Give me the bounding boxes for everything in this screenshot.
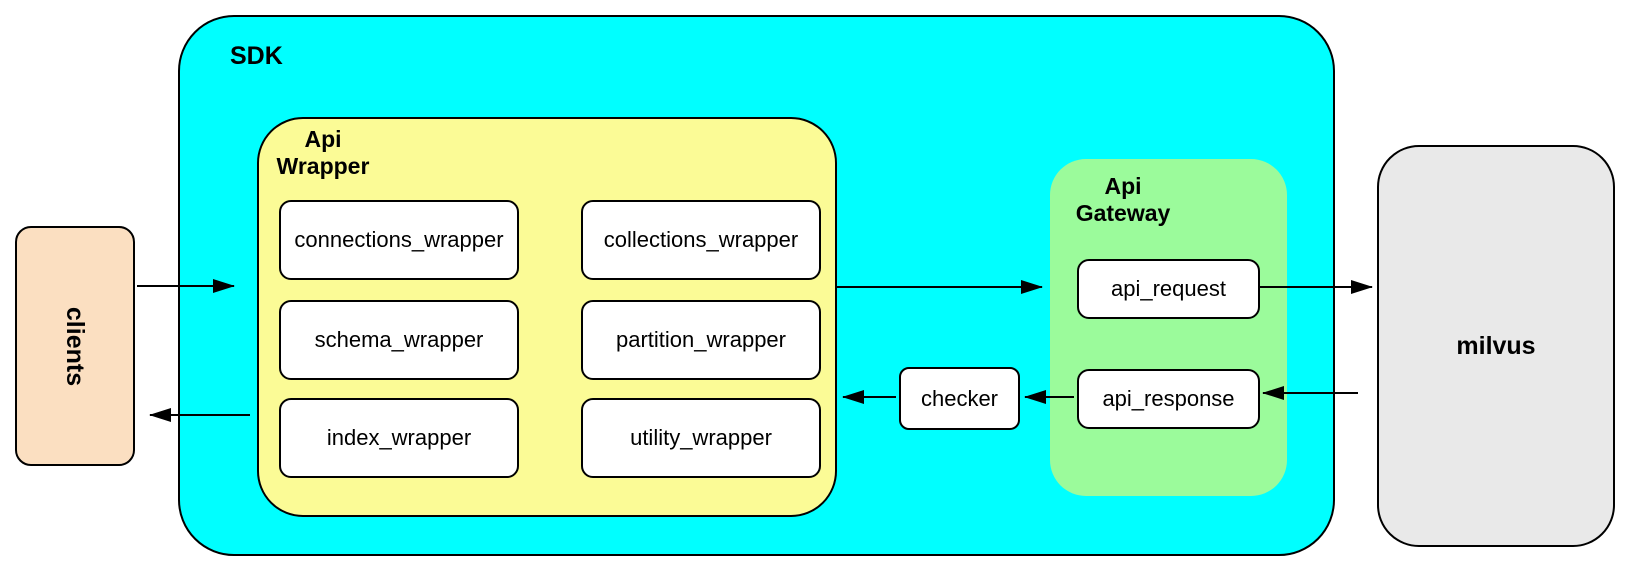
- milvus-node: milvus: [1377, 145, 1615, 547]
- sdk-label: SDK: [230, 42, 283, 70]
- wrapper-box-utility: utility_wrapper: [581, 398, 821, 478]
- clients-node: clients: [15, 226, 135, 466]
- wrapper-box-schema: schema_wrapper: [279, 300, 519, 380]
- api-wrapper-label-line2: Wrapper: [276, 153, 370, 179]
- api-wrapper-container: Api Wrapper connections_wrapper collecti…: [257, 117, 837, 517]
- sdk-container: SDK Api Wrapper connections_wrapper coll…: [178, 15, 1335, 556]
- wrapper-box-collections: collections_wrapper: [581, 200, 821, 280]
- api-request-box: api_request: [1077, 259, 1260, 319]
- api-gateway-label-line1: Api: [1104, 173, 1142, 199]
- wrapper-box-connections: connections_wrapper: [279, 200, 519, 280]
- checker-node: checker: [899, 367, 1020, 430]
- wrapper-box-partition: partition_wrapper: [581, 300, 821, 380]
- api-response-box: api_response: [1077, 369, 1260, 429]
- api-wrapper-label-line1: Api: [304, 126, 342, 152]
- clients-label: clients: [61, 306, 90, 386]
- api-wrapper-label: Api Wrapper: [267, 126, 379, 180]
- wrapper-box-index: index_wrapper: [279, 398, 519, 478]
- api-gateway-label: Api Gateway: [1050, 173, 1196, 227]
- api-gateway-container: Api Gateway api_request api_response: [1050, 159, 1287, 496]
- api-gateway-label-line2: Gateway: [1075, 200, 1171, 226]
